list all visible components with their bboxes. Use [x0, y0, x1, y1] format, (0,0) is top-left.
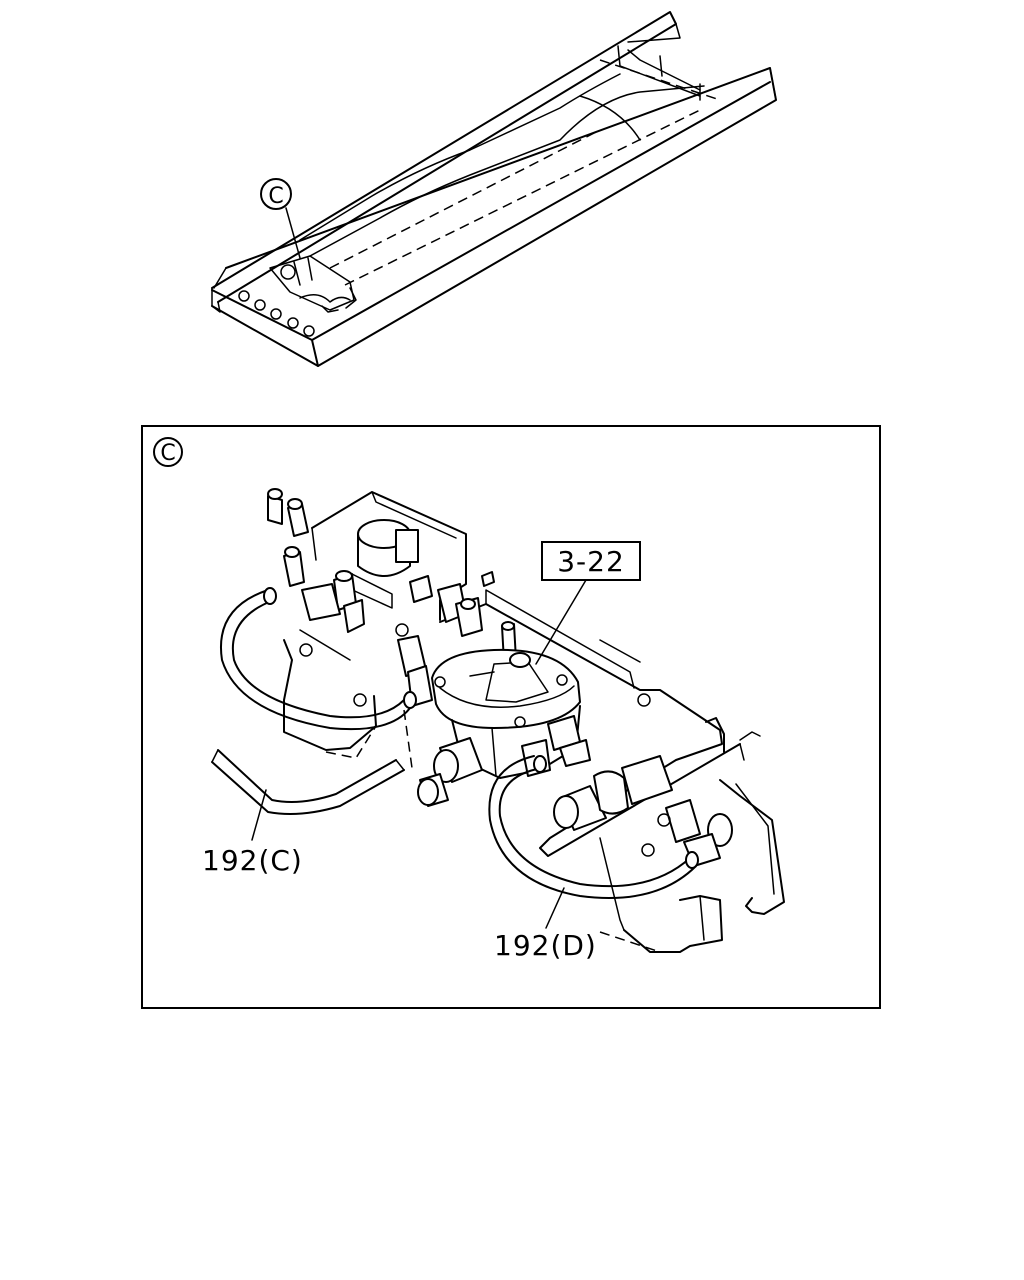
callout-3-22-label: 3-22: [557, 545, 625, 578]
overview-callout-label: C: [268, 184, 283, 209]
frame-tank: [299, 45, 721, 286]
hose-192c-installed: [220, 587, 417, 769]
chassis-frame-overview: C: [211, 11, 777, 367]
left-fittings: [267, 488, 517, 707]
hose-192c-loose: [211, 749, 405, 815]
part-label-192c: 192(C): [202, 844, 303, 877]
relay-valve-ports: [417, 715, 591, 807]
overview-callout: C: [260, 178, 301, 259]
callout-3-22-box: [541, 541, 641, 581]
part-label-192d: 192(D): [494, 929, 597, 962]
detail-marker-label: C: [160, 441, 175, 466]
lower-bracket: [599, 779, 785, 953]
detail-view: C: [141, 425, 881, 1009]
mounting-bracket: [439, 589, 761, 857]
detail-frame: [141, 425, 881, 1009]
near-frame-rail: [211, 67, 777, 367]
callout-192d: 192(D): [494, 887, 597, 962]
valve-block-right: [553, 755, 733, 867]
callout-3-22: 3-22: [535, 541, 641, 665]
hose-192d-installed: [488, 755, 699, 899]
valve-location: [269, 255, 357, 313]
detail-marker: C: [153, 437, 183, 467]
valve-block-left: [283, 491, 467, 759]
callout-192c: 192(C): [202, 789, 303, 877]
